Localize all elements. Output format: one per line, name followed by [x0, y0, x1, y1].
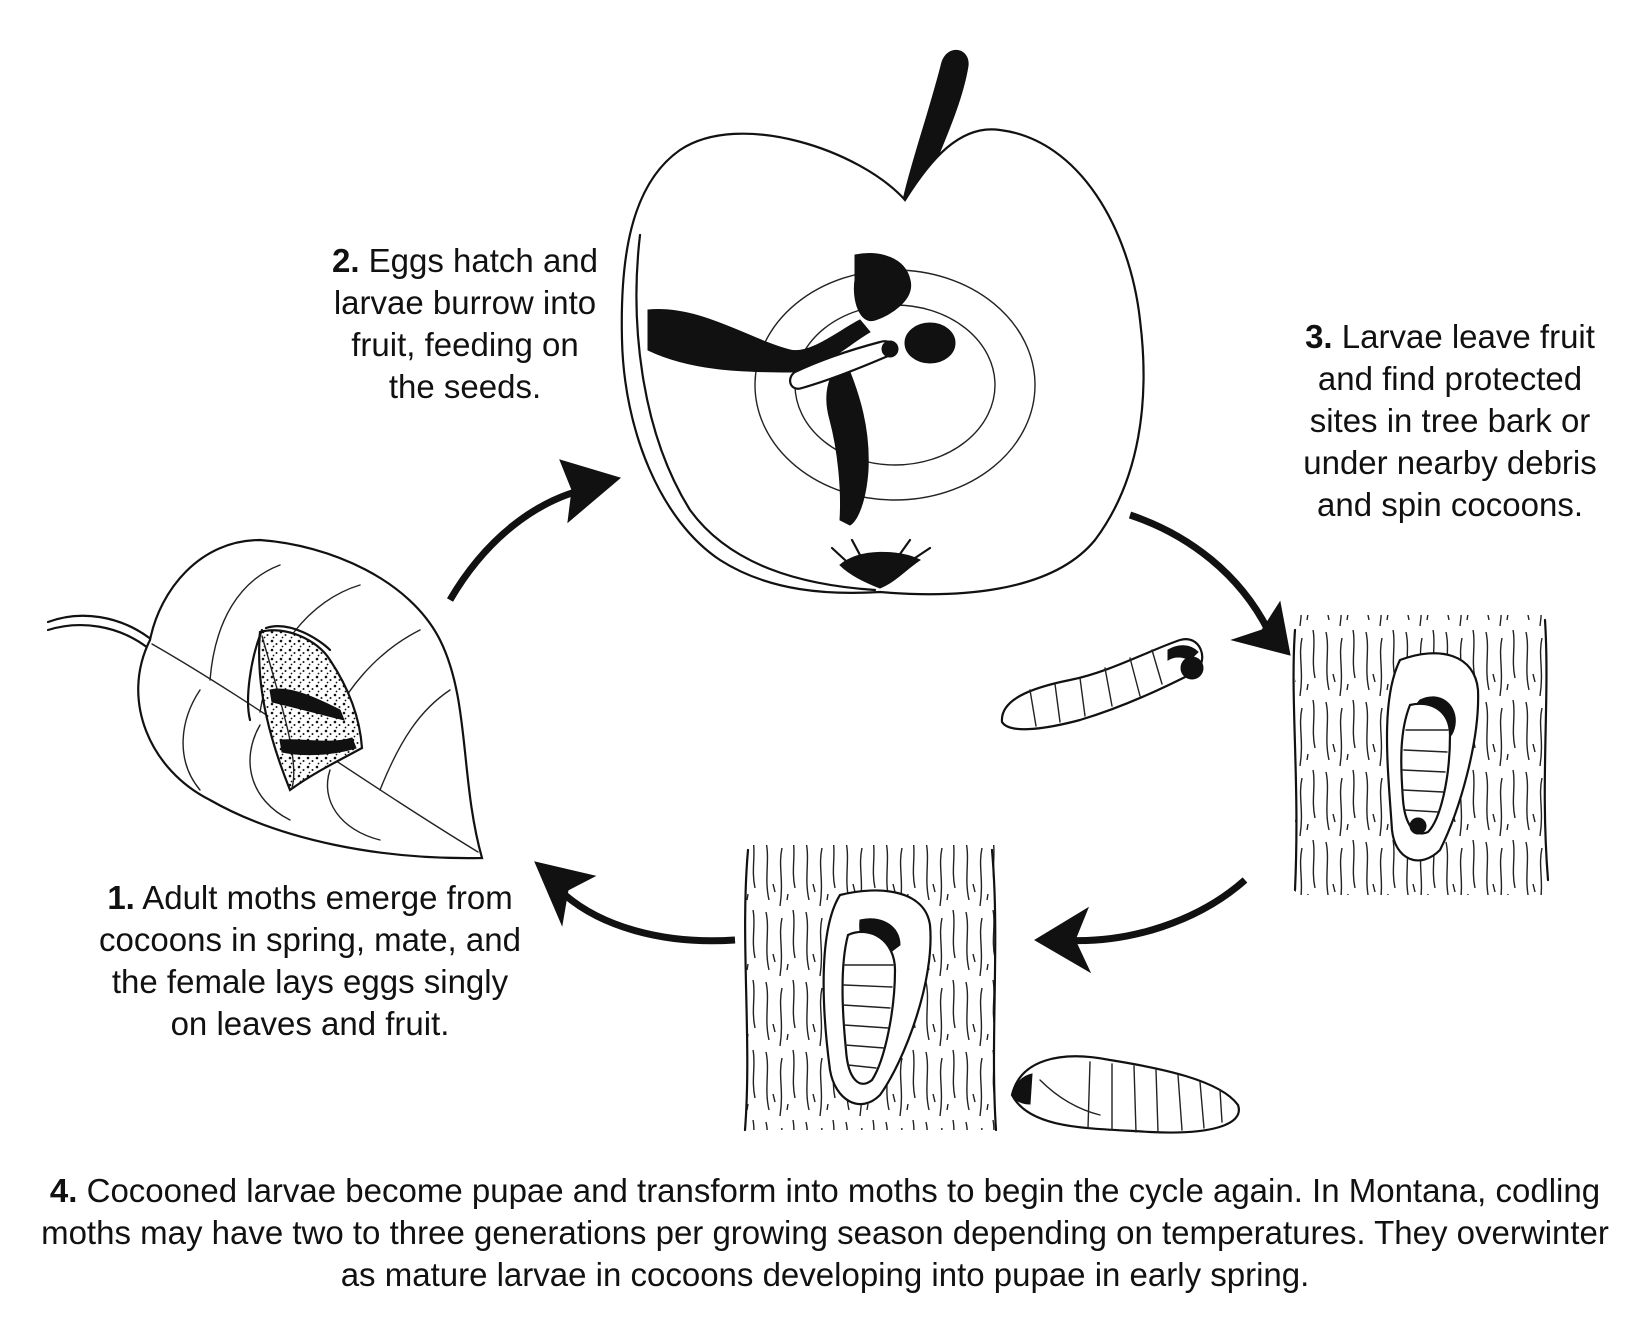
arrowhead-to-stage-1 — [534, 861, 597, 927]
stage-4-number: 4. — [49, 1172, 78, 1209]
arrowhead-to-stage-4 — [1034, 906, 1092, 974]
moth-on-leaf-icon — [46, 538, 484, 860]
arrowhead-to-stage-2 — [559, 459, 622, 524]
stage-2-number: 2. — [331, 242, 360, 279]
arrow-to-stage-4 — [1059, 877, 1248, 945]
cycle-arrows — [446, 459, 1291, 974]
stage-3-caption: 3. Larvae leave fruit and find protected… — [1285, 316, 1615, 526]
arrowhead-to-stage-3 — [1230, 600, 1291, 656]
arrow-to-stage-2 — [446, 484, 591, 602]
arrow-to-stage-3 — [1128, 511, 1272, 632]
stage-3-number: 3. — [1305, 318, 1333, 355]
stage-1-caption: 1. Adult moths emerge from cocoons in sp… — [90, 877, 530, 1045]
stage-4-text: Cocooned larvae become pupae and transfo… — [41, 1172, 1609, 1293]
apple-cross-section-icon — [620, 50, 1145, 596]
stage-4-caption: 4. Cocooned larvae become pupae and tran… — [40, 1170, 1610, 1296]
stage-2-caption: 2. Eggs hatch and larvae burrow into fru… — [325, 240, 605, 408]
stage-2-text: Eggs hatch and larvae burrow into fruit,… — [333, 242, 599, 405]
stage-3-text: Larvae leave fruit and find protected si… — [1303, 318, 1597, 523]
arrow-to-stage-1 — [562, 892, 736, 945]
stage-1-text: Adult moths emerge from cocoons in sprin… — [99, 879, 521, 1042]
pupa-in-bark-icon — [743, 845, 1240, 1134]
larva-cocoon-in-bark-icon — [1000, 615, 1550, 895]
stage-1-number: 1. — [107, 879, 135, 916]
